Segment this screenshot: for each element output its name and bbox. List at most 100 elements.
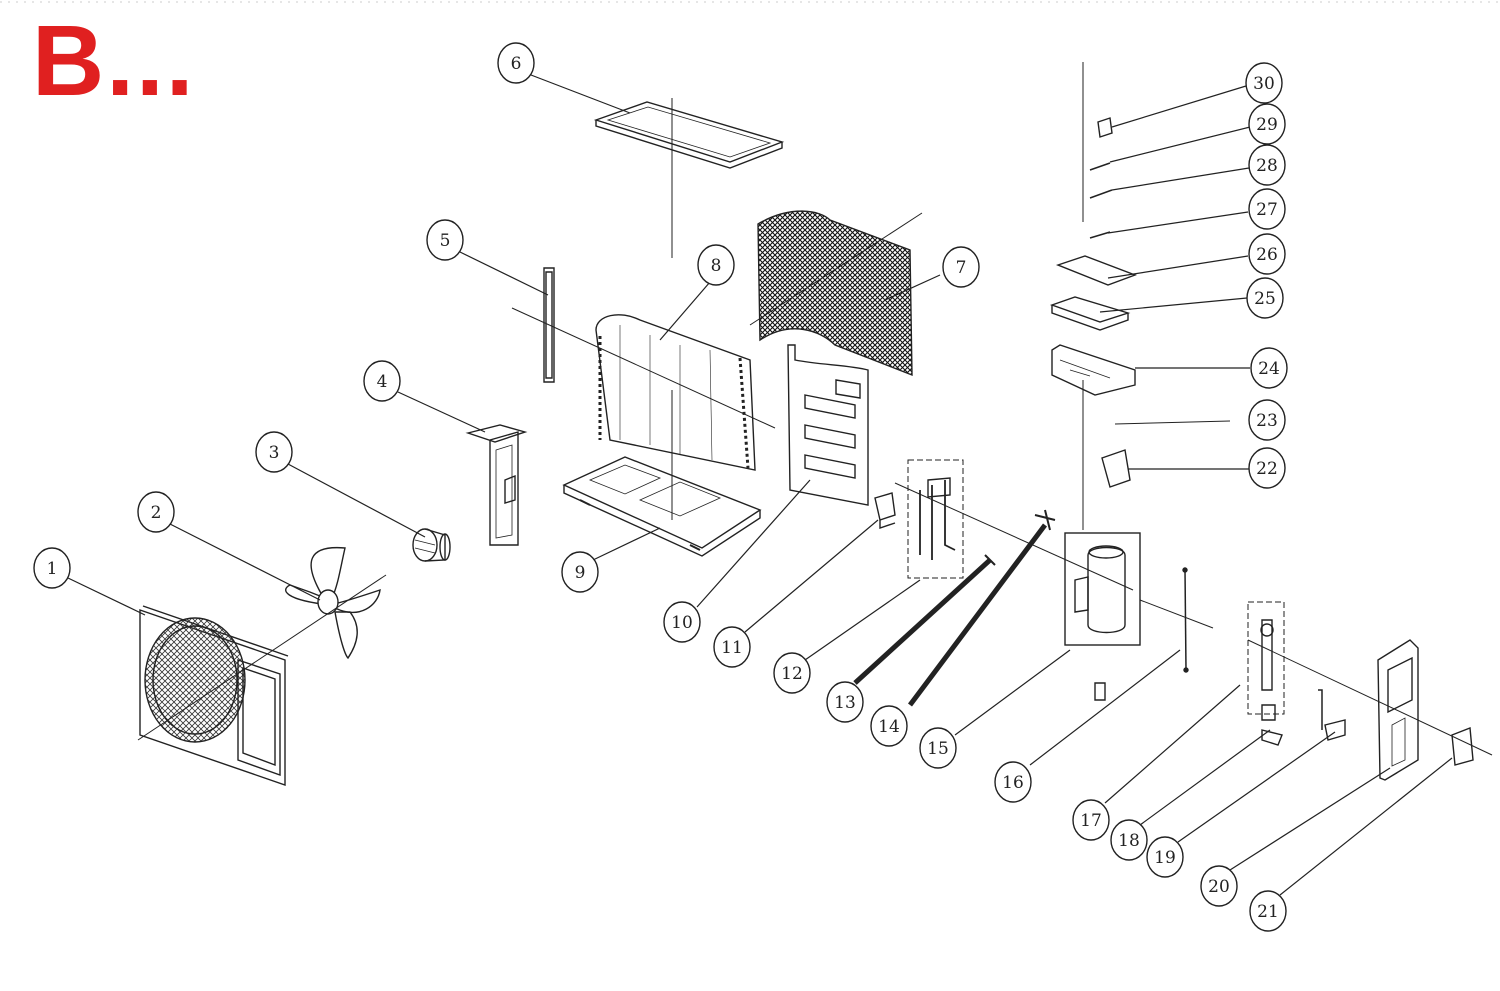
callout-circle: [1248, 103, 1286, 145]
fan-motor: [412, 528, 451, 562]
sensor-wire-27: [1089, 231, 1111, 239]
callout-2: 2: [137, 491, 175, 533]
callout-number: 21: [1257, 902, 1279, 922]
four-way-valve: [1247, 601, 1285, 715]
pcb-tray: [1049, 296, 1131, 331]
brand-logo: B...: [32, 5, 196, 117]
callout-number: 28: [1256, 156, 1278, 176]
callout-3: 3: [255, 431, 293, 473]
callout-26: 26: [1248, 233, 1286, 275]
callout-number: 11: [721, 638, 743, 658]
capacitor: [874, 492, 896, 529]
callout-number: 22: [1256, 459, 1278, 479]
callout-circle: [663, 601, 701, 643]
callout-circle: [255, 431, 293, 473]
callout-number: 13: [834, 693, 856, 713]
electric-control-box: [1051, 344, 1136, 396]
leader-lines: [67, 74, 1453, 896]
callout-number: 30: [1253, 74, 1275, 94]
rear-mesh-guard: [757, 210, 913, 377]
callout-7: 7: [942, 246, 980, 288]
callout-4: 4: [363, 360, 401, 402]
callout-circle: [1248, 447, 1286, 489]
callout-circle: [713, 626, 751, 668]
callout-number: 19: [1154, 848, 1176, 868]
callout-circle: [1246, 277, 1284, 319]
callout-30: 30: [1245, 62, 1283, 104]
side-panel: [1377, 639, 1419, 781]
callout-27: 27: [1248, 188, 1286, 230]
top-cover: [593, 101, 785, 169]
callout-number: 17: [1080, 811, 1102, 831]
callout-number: 1: [47, 559, 58, 579]
callout-number: 6: [511, 54, 522, 74]
callout-circle: [1248, 144, 1286, 186]
valve-assembly: [907, 459, 964, 579]
callout-bubbles: 1234567891011121314151617181920212223242…: [33, 42, 1288, 932]
callout-number: 26: [1256, 245, 1278, 265]
callout-21: 21: [1249, 890, 1287, 932]
callout-number: 20: [1208, 877, 1230, 897]
callout-12: 12: [773, 652, 811, 694]
callout-14: 14: [870, 705, 908, 747]
callout-5: 5: [426, 219, 464, 261]
callout-8: 8: [697, 244, 735, 286]
callout-circle: [942, 246, 980, 288]
callout-15: 15: [919, 727, 957, 769]
callout-number: 25: [1254, 289, 1276, 309]
terminal-block: [1097, 117, 1113, 138]
callout-22: 22: [1248, 447, 1286, 489]
callout-circle: [1072, 799, 1110, 841]
callout-number: 5: [440, 231, 451, 251]
callout-number: 23: [1256, 411, 1278, 431]
callout-17: 17: [1072, 799, 1110, 841]
callout-circle: [137, 491, 175, 533]
callout-circle: [1200, 865, 1238, 907]
callout-circle: [1250, 347, 1288, 389]
sensor-wire-29: [1089, 162, 1111, 171]
callout-number: 4: [377, 372, 388, 392]
pcb-cover: [1055, 255, 1137, 286]
callout-number: 9: [575, 563, 586, 583]
callout-circle: [1110, 819, 1148, 861]
callout-10: 10: [663, 601, 701, 643]
callout-number: 29: [1256, 115, 1278, 135]
callout-19: 19: [1146, 836, 1184, 878]
callout-circle: [994, 761, 1032, 803]
callout-circle: [561, 551, 599, 593]
callout-number: 16: [1002, 773, 1024, 793]
terminal-cover: [1451, 727, 1474, 766]
callout-circle: [1146, 836, 1184, 878]
callout-6: 6: [497, 42, 535, 84]
callout-29: 29: [1248, 103, 1286, 145]
callout-number: 2: [151, 503, 162, 523]
callout-number: 27: [1256, 200, 1278, 220]
callout-number: 3: [269, 443, 280, 463]
callout-circle: [697, 244, 735, 286]
callout-number: 15: [927, 739, 949, 759]
callout-circle: [1248, 399, 1286, 441]
callout-24: 24: [1250, 347, 1288, 389]
callout-16: 16: [994, 761, 1032, 803]
callout-20: 20: [1200, 865, 1238, 907]
condenser-coil: [595, 314, 756, 471]
motor-bracket: [465, 424, 528, 546]
connecting-pipe-14: [908, 509, 1056, 707]
service-valve-18: [1261, 704, 1283, 746]
base-pan: [562, 456, 762, 557]
callout-25: 25: [1246, 277, 1284, 319]
callout-circle: [1248, 233, 1286, 275]
fan-blade: [285, 546, 381, 660]
assembly-lines: [137, 62, 1493, 756]
callout-circle: [426, 219, 464, 261]
callout-circle: [773, 652, 811, 694]
sensor-wire-28: [1089, 189, 1113, 199]
clamp-bracket: [1101, 449, 1131, 488]
callout-13: 13: [826, 681, 864, 723]
callout-circle: [1245, 62, 1283, 104]
callout-circle: [1249, 890, 1287, 932]
callout-number: 24: [1258, 359, 1280, 379]
sensor-rod: [1182, 567, 1189, 673]
